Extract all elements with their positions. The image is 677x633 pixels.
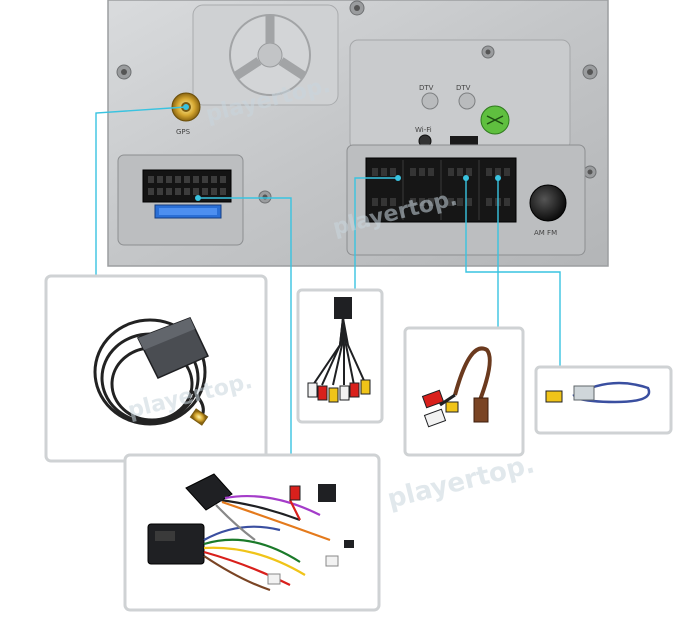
gps-port-label: GPS [176, 128, 191, 136]
watermark-text: playertop. [384, 449, 537, 515]
rca-breakout-harness-image [307, 297, 371, 403]
dtv-rca-adapter-image [421, 346, 492, 428]
wifi-sticker-icon [480, 105, 510, 135]
dtv-right-label: DTV [456, 84, 471, 92]
av-harness-sockets [365, 157, 517, 223]
dtv-ports: DTV DTV [419, 84, 476, 110]
fan-vent-icon [229, 14, 311, 96]
callout-dots [183, 104, 501, 201]
wifi-port-label: Wi-Fi [415, 126, 432, 134]
callout-lines [95, 106, 561, 455]
reverse-camera-adapter-image [545, 381, 651, 404]
am-fm-antenna-connector: AM FM [529, 184, 567, 237]
gps-antenna-image [93, 317, 210, 426]
accessory-frames [44, 274, 673, 612]
wifi-connector: Wi-Fi [415, 126, 478, 148]
am-fm-port-label: AM FM [534, 229, 557, 237]
canbus-power-harness-image [147, 473, 354, 592]
main-harness-socket [142, 169, 232, 219]
dtv-left-label: DTV [419, 84, 434, 92]
